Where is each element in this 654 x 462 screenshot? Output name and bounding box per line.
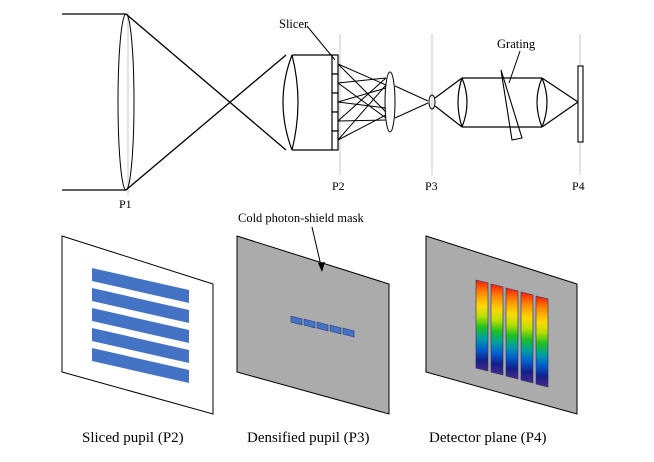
mask-label: Cold photon-shield mask — [238, 211, 364, 225]
spectrum-stripe — [535, 295, 549, 388]
mask-leader-arrowhead — [318, 262, 325, 272]
pupil-slice — [92, 288, 189, 323]
pupil-lens — [428, 94, 436, 110]
pupil-segment — [329, 324, 342, 335]
densifying-lens — [384, 71, 396, 133]
pupil-slice — [92, 328, 189, 363]
grating-label: Grating — [497, 37, 536, 51]
caption-detector-plane: Detector plane (P4) — [429, 430, 546, 446]
slicer-rays — [337, 63, 387, 141]
spectrum-stripe — [475, 279, 489, 372]
slicer-label: Slicer — [279, 17, 309, 31]
caption-densified-pupil: Densified pupil (P3) — [247, 430, 369, 446]
plane-label-p1: P1 — [119, 197, 132, 211]
plane-label-p2: P2 — [332, 179, 345, 193]
input-beam — [62, 13, 287, 191]
detector — [577, 65, 584, 143]
grating-prism — [500, 69, 523, 141]
pupil-slice — [92, 348, 189, 383]
spectrum-stripe — [505, 287, 519, 380]
plane-label-p3: P3 — [425, 179, 438, 193]
densified-segments — [290, 315, 355, 338]
image-slicer — [331, 54, 339, 151]
pupil-slice — [92, 268, 189, 303]
pupil-slice — [92, 308, 189, 343]
collimator-lens — [282, 54, 293, 151]
optical-layout: Slicer Grating P1 P2 P3 P4 — [62, 12, 585, 211]
pupil-slices — [92, 268, 189, 383]
plane-label-p4: P4 — [572, 179, 585, 193]
pupil-segment — [303, 318, 316, 329]
spectrograph-collimator — [457, 77, 463, 128]
panel-sliced-pupil: Sliced pupil (P2) — [61, 235, 214, 446]
pupil-segment — [342, 327, 355, 338]
spectrum-stripe — [520, 291, 534, 384]
grating-leader — [508, 50, 521, 84]
spectra — [475, 279, 549, 388]
camera-lens — [536, 77, 543, 128]
spectrum-stripe — [490, 283, 504, 376]
slicer-leader — [306, 25, 336, 61]
pupil-segment — [316, 321, 329, 332]
caption-sliced-pupil: Sliced pupil (P2) — [82, 430, 184, 446]
panel-detector-plane: Detector plane (P4) — [425, 235, 578, 446]
pupil-segment — [290, 315, 303, 326]
panel-densified-pupil: Cold photon-shield mask Densified pupil … — [236, 211, 390, 446]
objective-lens — [117, 13, 135, 191]
